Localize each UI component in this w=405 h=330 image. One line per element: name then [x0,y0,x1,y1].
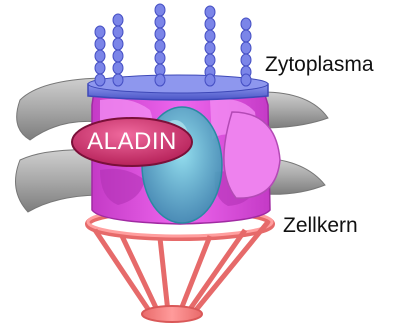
filament-3 [155,4,165,86]
filament-4 [205,6,215,86]
nucleus-label: Zellkern [283,214,358,238]
cytoplasm-label: Zytoplasma [265,53,374,77]
nuclear-basket [88,208,272,322]
filament-2 [113,14,123,86]
filament-1 [95,26,105,86]
cytoplasmic-filaments [95,4,251,86]
filament-5 [241,18,251,86]
aladin-label: ALADIN [71,120,193,164]
